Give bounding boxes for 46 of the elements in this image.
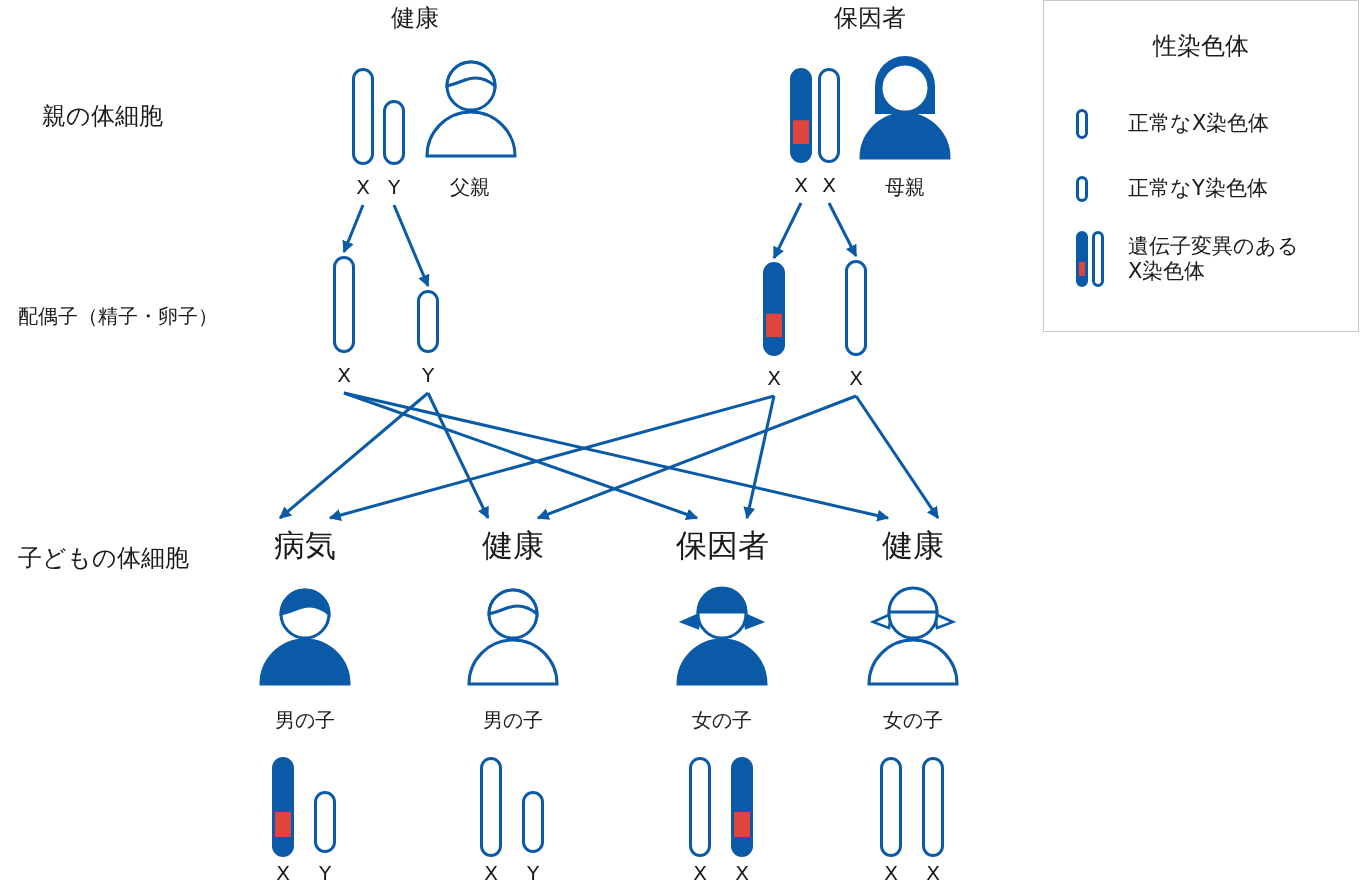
arrow xyxy=(772,202,803,260)
arrow xyxy=(536,394,857,520)
chromosome-label: X xyxy=(484,861,498,883)
chromosome-label: X xyxy=(735,861,749,883)
chromosome-label: X xyxy=(767,366,781,390)
sex-label: 女の子 xyxy=(883,708,943,732)
chromosome-label: X xyxy=(884,861,898,883)
arrow xyxy=(854,395,940,519)
arrow xyxy=(279,391,429,520)
arrow xyxy=(392,204,430,288)
arrow xyxy=(426,392,490,520)
chromosome-label: X xyxy=(276,861,290,883)
chromosome-label: X xyxy=(693,861,707,883)
sex-label: 女の子 xyxy=(692,708,752,732)
row-label: 子どもの体細胞 xyxy=(17,543,189,573)
status-heading: 保因者 xyxy=(675,527,769,565)
chromosome-label: X xyxy=(849,366,863,390)
status-heading: 健康 xyxy=(882,527,944,565)
chromosome-label: X xyxy=(822,173,836,197)
status-heading: 保因者 xyxy=(834,3,906,33)
legend-title: 性染色体 xyxy=(1153,31,1249,61)
arrow xyxy=(342,204,365,254)
chromosome-label: X xyxy=(926,861,940,883)
chromosome-label: Y xyxy=(421,363,435,387)
parent-label: 父親 xyxy=(450,175,490,199)
chromosome-label: X xyxy=(794,173,808,197)
chromosome-label: X xyxy=(337,363,351,387)
arrow xyxy=(328,394,775,521)
parent-label: 母親 xyxy=(885,175,925,199)
arrow xyxy=(343,391,890,522)
chromosome-label: Y xyxy=(526,861,540,883)
sex-label: 男の子 xyxy=(483,708,543,732)
legend-label: 正常なX染色体 xyxy=(1128,111,1271,137)
legend-label: 遺伝子変異のあるX染色体 xyxy=(1128,233,1300,285)
chromosome-label: Y xyxy=(387,175,401,199)
sex-label: 男の子 xyxy=(275,708,335,732)
arrow xyxy=(743,395,776,520)
legend-label: 正常なY染色体 xyxy=(1128,176,1269,202)
status-heading: 健康 xyxy=(482,527,544,565)
status-heading: 病気 xyxy=(274,527,336,565)
chromosome-label: X xyxy=(356,175,370,199)
chromosome-label: Y xyxy=(318,861,332,883)
status-heading: 健康 xyxy=(391,3,439,33)
arrow xyxy=(827,202,858,258)
row-label: 配偶子（精子・卵子） xyxy=(18,304,218,328)
row-label: 親の体細胞 xyxy=(41,101,163,131)
